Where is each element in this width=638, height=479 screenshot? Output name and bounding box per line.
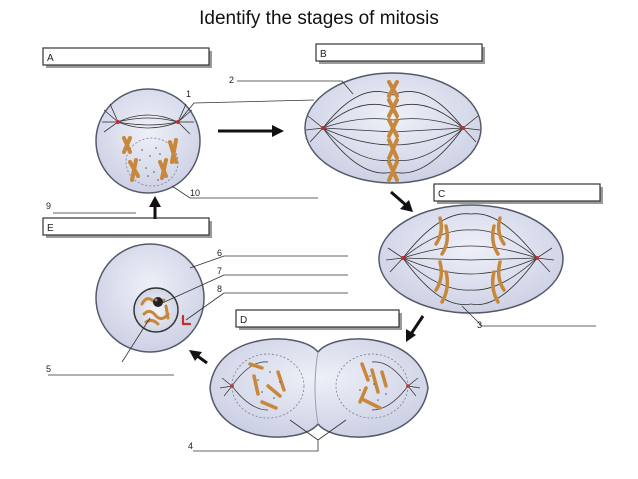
arrow-d-to-e — [189, 350, 208, 365]
stage-box-b-letter: B — [320, 49, 327, 60]
stage-box-d-letter: D — [240, 315, 247, 326]
label-number-9: 9 — [46, 201, 51, 211]
stage-box-a[interactable]: A — [42, 47, 212, 68]
cell-metaphase — [304, 72, 482, 184]
cell-telophase — [209, 338, 429, 438]
cell-anaphase — [378, 204, 564, 314]
label-number-2: 2 — [229, 75, 234, 85]
label-number-8: 8 — [217, 284, 222, 294]
cell-interphase — [95, 243, 205, 353]
label-number-1: 1 — [186, 89, 191, 99]
arrow-e-to-a — [149, 196, 161, 219]
stage-box-e-letter: E — [47, 223, 54, 234]
arrow-c-to-d — [406, 315, 425, 342]
stage-box-c[interactable]: C — [433, 183, 603, 204]
label-number-3: 3 — [477, 320, 482, 330]
stage-box-d[interactable]: D — [235, 309, 402, 330]
stage-box-e[interactable]: E — [42, 217, 212, 238]
stage-box-b[interactable]: B — [315, 43, 485, 64]
arrow-a-to-b — [218, 125, 284, 137]
label-number-6: 6 — [217, 248, 222, 258]
arrow-b-to-c — [390, 190, 413, 212]
label-number-4: 4 — [188, 441, 193, 451]
stage-box-a-letter: A — [47, 53, 54, 64]
label-number-10: 10 — [190, 188, 200, 198]
leader-lines — [48, 80, 596, 452]
page-title: Identify the stages of mitosis — [199, 8, 439, 29]
cell-prophase — [95, 88, 201, 194]
label-number-5: 5 — [46, 364, 51, 374]
label-number-7: 7 — [217, 266, 222, 276]
stage-box-c-letter: C — [438, 189, 445, 200]
